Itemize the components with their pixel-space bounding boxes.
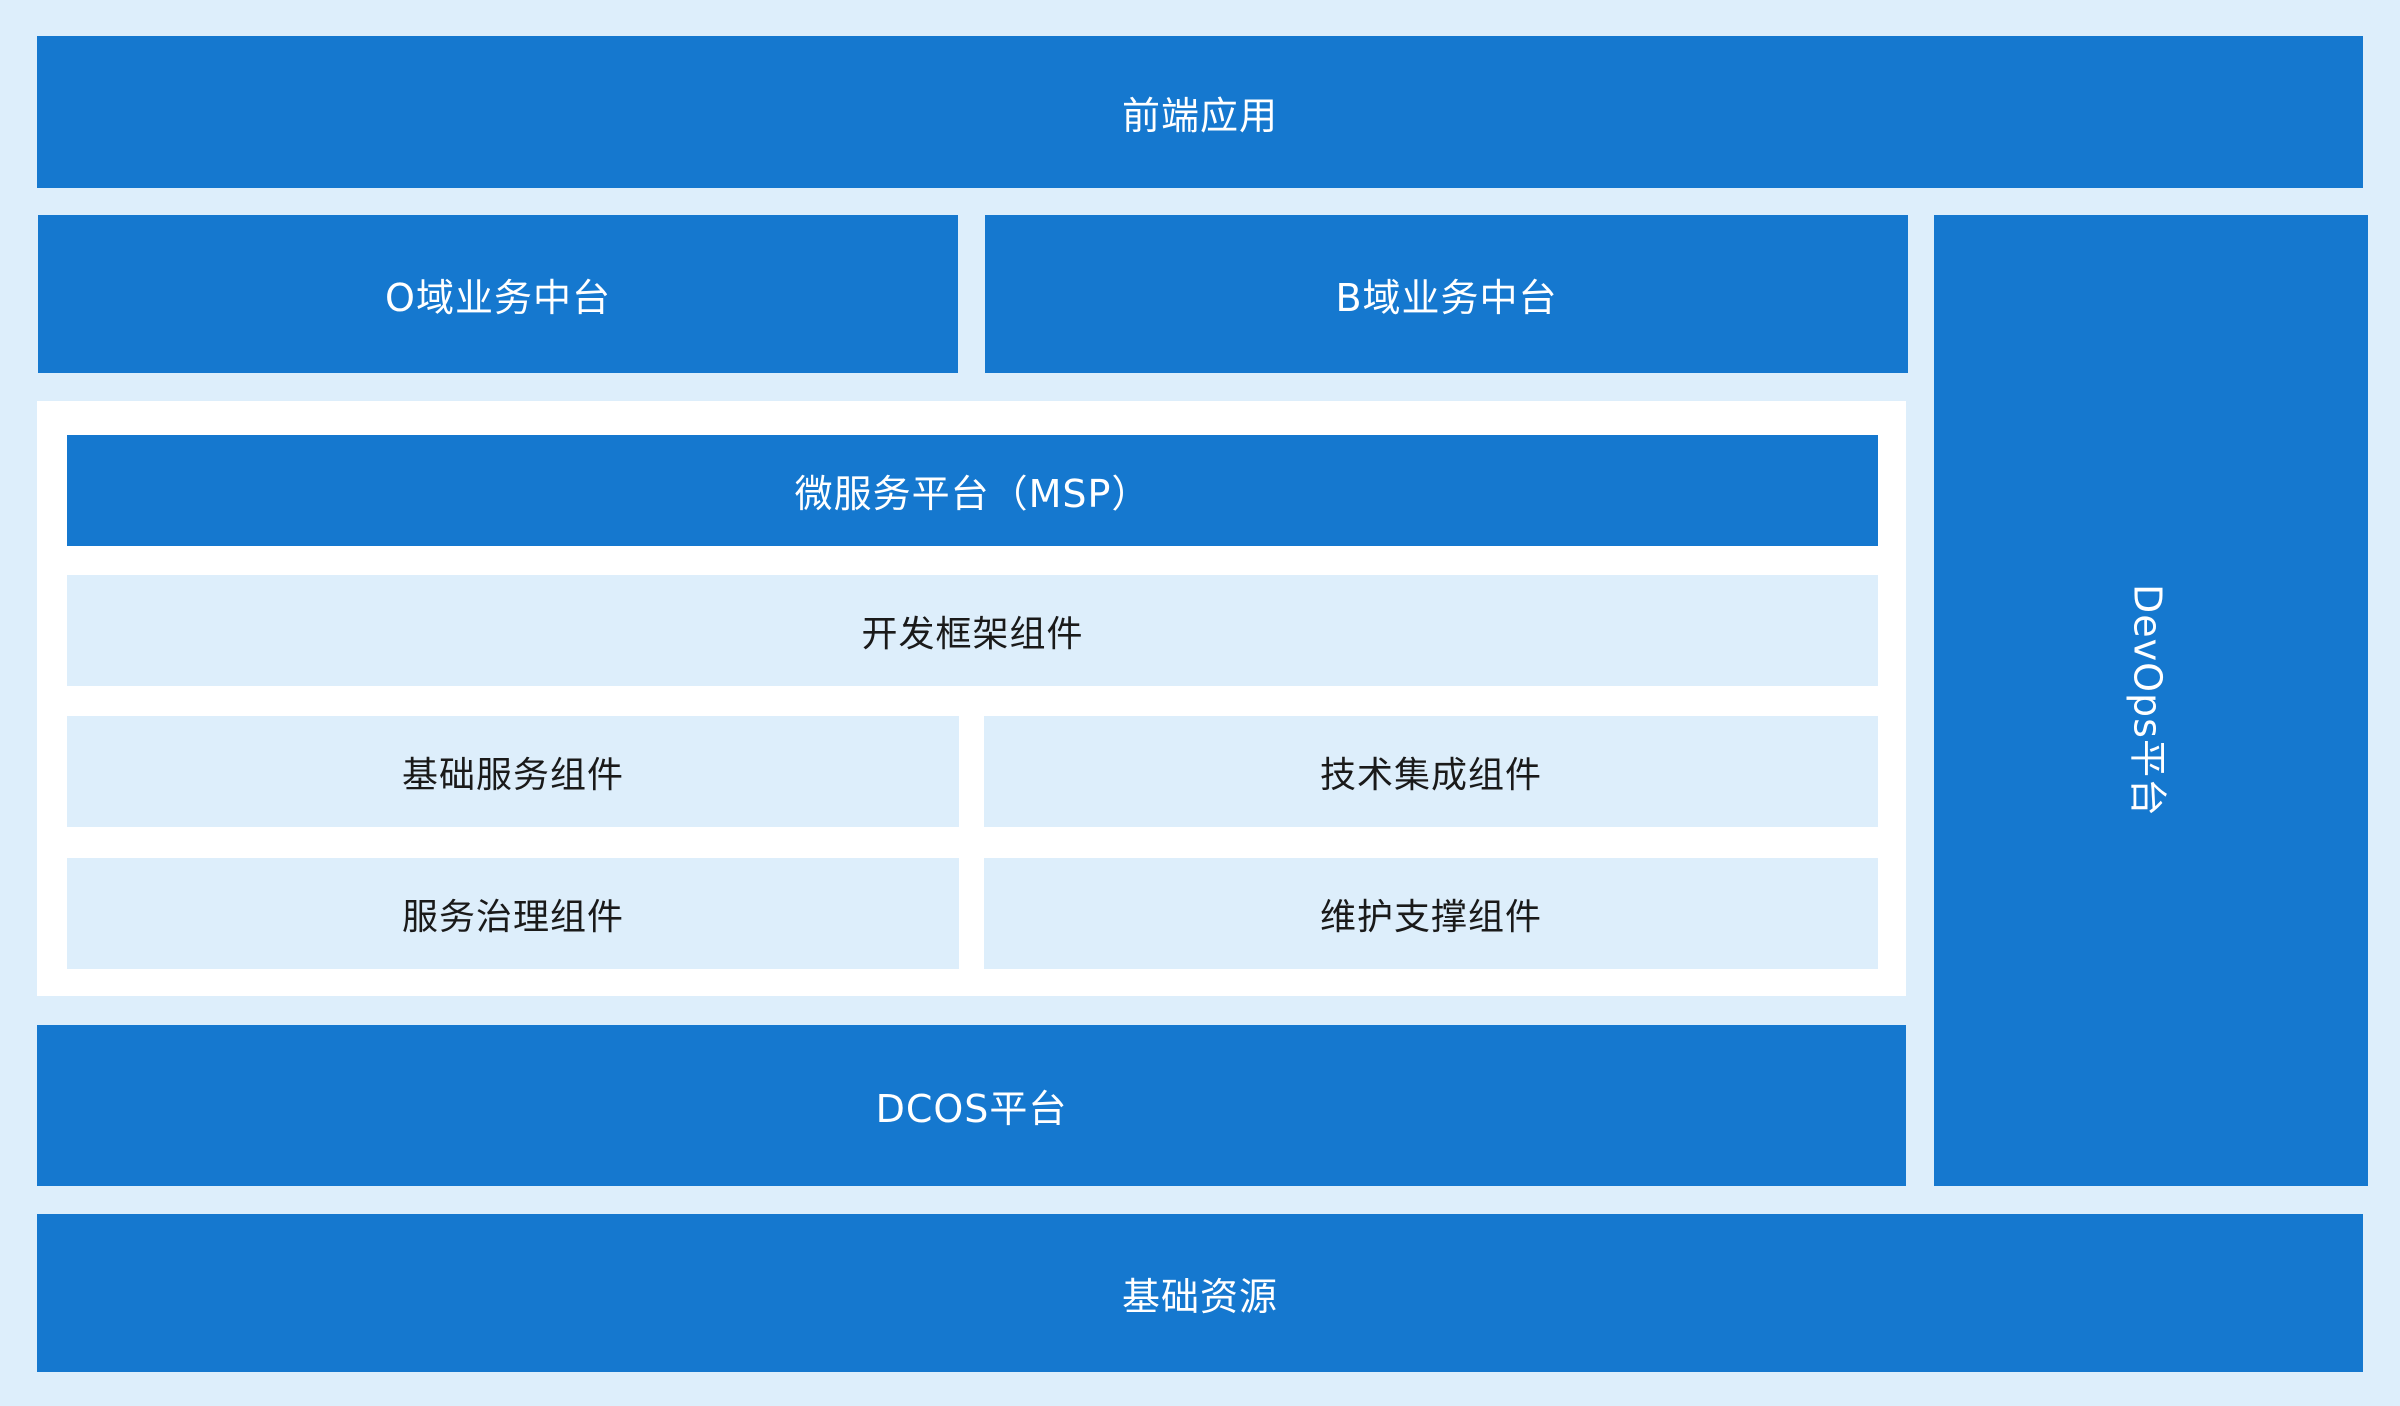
dev-framework-label: 开发框架组件: [861, 613, 1084, 655]
base-resources-label: 基础资源: [1121, 1274, 1278, 1319]
devops-platform-block: DevOps平台: [1934, 215, 2368, 1186]
base-resources-block: 基础资源: [37, 1214, 2363, 1372]
dcos-platform-label: DCOS平台: [875, 1087, 1068, 1131]
service-governance-label: 服务治理组件: [401, 896, 624, 938]
maintenance-support-component: 维护支撑组件: [984, 858, 1878, 969]
maintenance-support-label: 维护支撑组件: [1319, 896, 1542, 938]
o-domain-platform-label: O域业务中台: [385, 275, 611, 320]
o-domain-platform-block: O域业务中台: [38, 215, 958, 373]
basic-service-label: 基础服务组件: [401, 754, 624, 796]
frontend-app-layer: 前端应用: [37, 36, 2363, 188]
service-governance-component: 服务治理组件: [67, 858, 959, 969]
msp-title-block: 微服务平台（MSP）: [67, 435, 1878, 546]
frontend-app-label: 前端应用: [1121, 93, 1278, 138]
devops-platform-label: DevOps平台: [2125, 584, 2170, 817]
b-domain-platform-label: B域业务中台: [1335, 275, 1558, 320]
basic-service-component: 基础服务组件: [67, 716, 959, 827]
tech-integration-component: 技术集成组件: [984, 716, 1878, 827]
tech-integration-label: 技术集成组件: [1319, 754, 1542, 796]
msp-title-label: 微服务平台（MSP）: [794, 472, 1151, 516]
dcos-platform-block: DCOS平台: [37, 1025, 1906, 1186]
dev-framework-component: 开发框架组件: [67, 575, 1878, 686]
b-domain-platform-block: B域业务中台: [985, 215, 1908, 373]
